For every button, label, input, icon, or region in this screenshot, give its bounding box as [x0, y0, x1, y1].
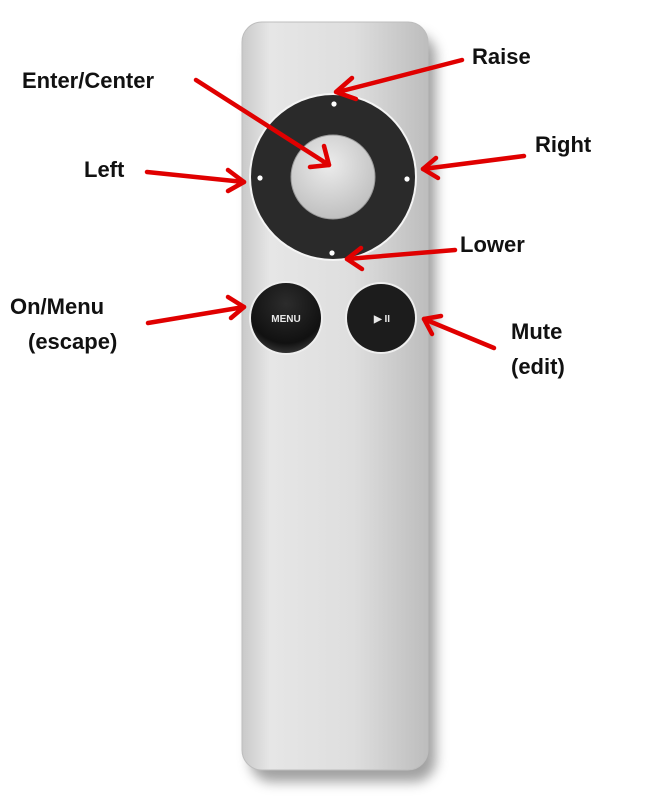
menu-button[interactable]: MENU: [249, 281, 323, 355]
arrow-enter-center: [193, 77, 332, 170]
down-dot-icon: [329, 250, 335, 256]
label-raise: Raise: [472, 44, 531, 69]
menu-button-label: MENU: [271, 314, 300, 325]
play-pause-button[interactable]: ▶ II: [345, 282, 417, 354]
label-left: Left: [84, 157, 125, 182]
left-dot-icon: [257, 175, 263, 181]
label-enter-center: Enter/Center: [22, 68, 154, 93]
label-right: Right: [535, 132, 592, 157]
arrow-on-menu: [145, 294, 247, 326]
arrow-lower: [344, 245, 458, 272]
label-mute-sub: (edit): [511, 354, 565, 379]
label-mute: Mute: [511, 319, 562, 344]
arrow-right: [420, 153, 527, 181]
click-wheel[interactable]: [249, 93, 417, 261]
arrow-mute: [421, 313, 497, 351]
up-dot-icon: [331, 101, 337, 107]
label-lower: Lower: [460, 232, 525, 257]
label-on-menu-sub: (escape): [28, 329, 117, 354]
right-dot-icon: [404, 176, 410, 182]
arrows: [144, 57, 527, 351]
remote: MENU ▶ II: [241, 21, 436, 782]
arrow-left: [144, 167, 247, 194]
label-on-menu: On/Menu: [10, 294, 104, 319]
arrow-raise: [333, 57, 465, 102]
play-pause-icon: ▶ II: [373, 314, 390, 325]
